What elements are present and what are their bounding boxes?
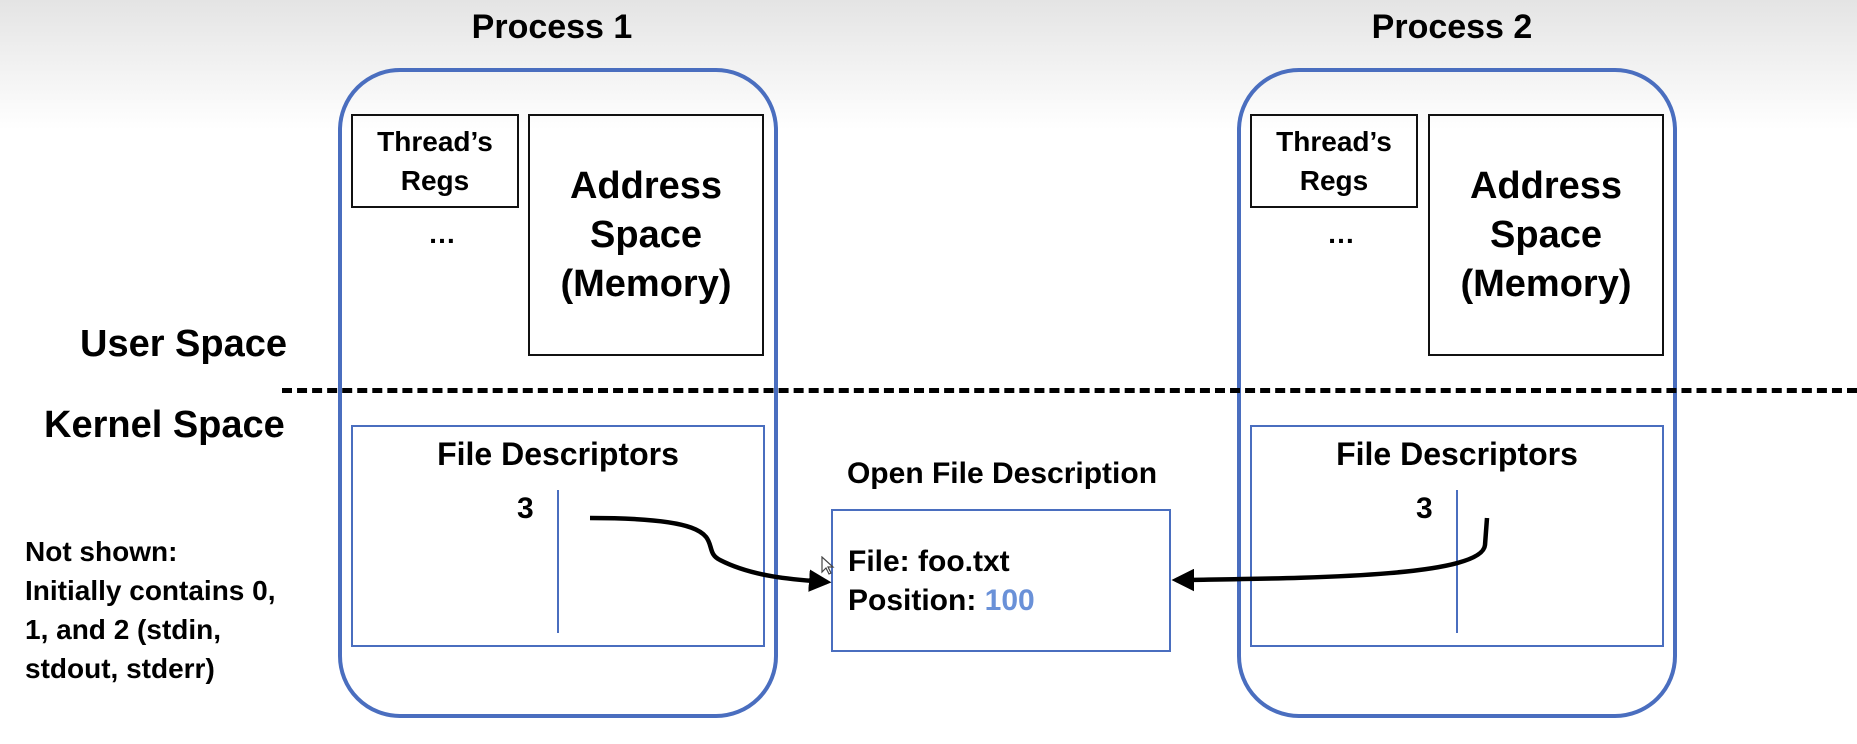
open-file-description-position: Position: 100 bbox=[848, 581, 1035, 621]
address-space-line2: Space bbox=[590, 213, 702, 256]
process-1-fd-table-divider bbox=[557, 490, 559, 633]
process-2-file-descriptors bbox=[1250, 425, 1664, 647]
thread-regs-label-line2: Regs bbox=[1299, 165, 1369, 196]
process-1-thread-regs: Thread’s Regs bbox=[351, 114, 519, 208]
thread-regs-label-line1: Thread’s bbox=[1276, 126, 1392, 157]
thread-regs-label-line1: Thread’s bbox=[377, 126, 493, 157]
process-1-file-descriptors bbox=[351, 425, 765, 647]
process-1-fd-number: 3 bbox=[517, 492, 534, 525]
std-streams-note: Not shown: Initially contains 0, 1, and … bbox=[25, 532, 325, 688]
position-label: Position: bbox=[848, 584, 977, 617]
process-2-thread-regs: Thread’s Regs bbox=[1250, 114, 1418, 208]
open-file-description-box bbox=[831, 509, 1171, 652]
address-space-line2: Space bbox=[1490, 213, 1602, 256]
header-background bbox=[0, 0, 1857, 130]
note-line3: 1, and 2 (stdin, bbox=[25, 614, 222, 645]
process-2-fd-number: 3 bbox=[1416, 492, 1433, 525]
note-line1: Not shown: bbox=[25, 536, 178, 567]
address-space-line1: Address bbox=[569, 164, 723, 207]
address-space-line3: (Memory) bbox=[1460, 262, 1632, 305]
process-2-box bbox=[1237, 68, 1677, 718]
process-1-address-space: Address Space (Memory) bbox=[528, 114, 764, 356]
open-file-description-title: Open File Description bbox=[846, 457, 1158, 490]
fd2-to-open-file-arrow bbox=[1171, 517, 1490, 592]
kernel-space-label: Kernel Space bbox=[44, 404, 285, 446]
note-line2: Initially contains 0, bbox=[25, 575, 276, 606]
thread-regs-label-line2: Regs bbox=[400, 165, 470, 196]
address-space-line3: (Memory) bbox=[560, 262, 732, 305]
user-kernel-divider bbox=[282, 388, 1857, 393]
position-value: 100 bbox=[984, 584, 1035, 617]
process-1-box bbox=[338, 68, 778, 718]
process-1-ellipsis: … bbox=[428, 218, 456, 249]
process-1-fd-title: File Descriptors bbox=[437, 436, 679, 472]
process-2-fd-title: File Descriptors bbox=[1336, 436, 1578, 472]
user-space-label: User Space bbox=[80, 323, 288, 365]
process-2-address-space: Address Space (Memory) bbox=[1428, 114, 1664, 356]
mouse-cursor-icon bbox=[821, 556, 835, 575]
note-line4: stdout, stderr) bbox=[25, 653, 215, 684]
process-1-title: Process 1 bbox=[471, 8, 633, 46]
open-file-description-file: File: foo.txt bbox=[848, 545, 1010, 578]
address-space-line1: Address bbox=[1469, 164, 1623, 207]
process-2-ellipsis: … bbox=[1327, 218, 1355, 249]
fd1-to-open-file-arrow bbox=[589, 515, 832, 592]
process-2-title: Process 2 bbox=[1371, 8, 1533, 46]
